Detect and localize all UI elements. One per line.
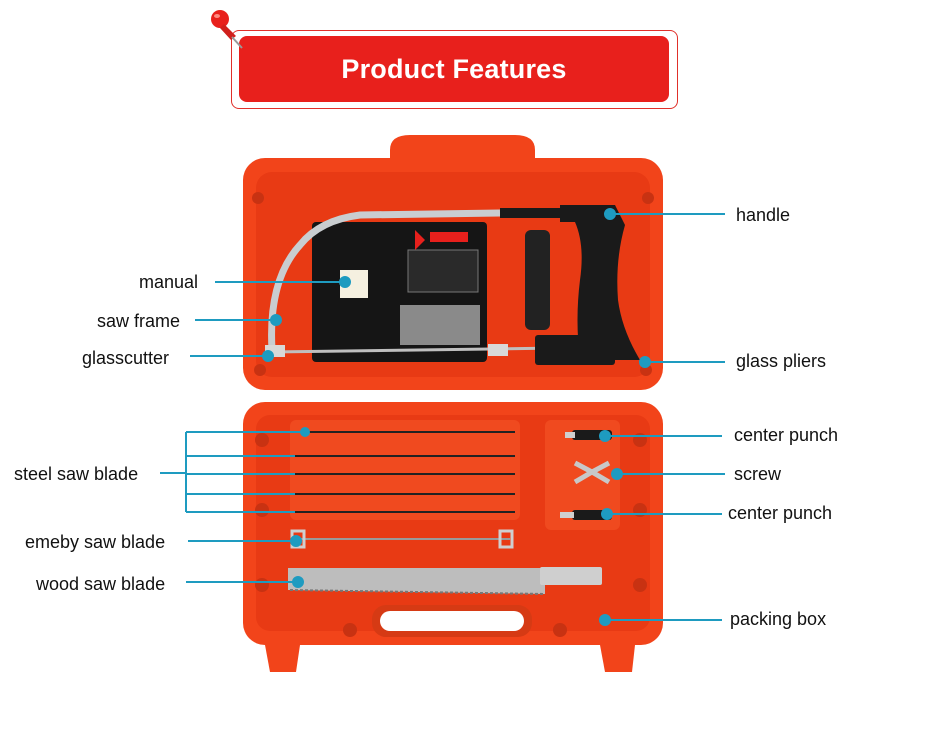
label-saw-frame: saw frame (97, 311, 181, 331)
label-center-punch-top: center punch (734, 425, 839, 445)
label-emeby-saw-blade: emeby saw blade (25, 532, 166, 552)
label-steel-saw-blade: steel saw blade (14, 464, 139, 484)
label-packing-box: packing box (730, 609, 827, 629)
label-screw: screw (734, 464, 782, 484)
pushpin-icon (211, 10, 243, 49)
saw-handle (560, 205, 640, 360)
label-wood-saw-blade: wood saw blade (36, 574, 166, 594)
wing-screw (573, 460, 611, 485)
label-center-punch-bottom: center punch (728, 503, 833, 523)
case-carry-handle (390, 135, 535, 175)
saw-frame (268, 209, 501, 351)
label-manual: manual (139, 272, 199, 292)
label-glass-pliers: glass pliers (736, 351, 827, 371)
wood-saw-blade (288, 568, 545, 594)
page-title: Product Features (341, 53, 567, 84)
label-glasscutter: glasscutter (82, 348, 170, 368)
banner: Product Features (239, 36, 669, 102)
label-handle: handle (736, 205, 791, 225)
